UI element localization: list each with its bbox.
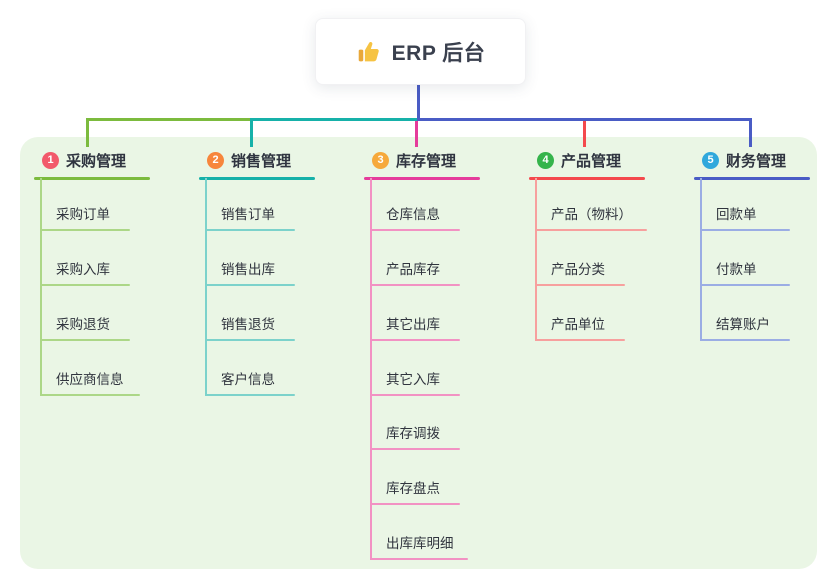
connector-line [250,118,419,121]
connector-line [535,229,647,231]
branch-label: 销售管理 [231,152,292,170]
child-node[interactable]: 销售出库 [221,262,275,277]
connector-line [86,118,252,121]
connector-line [370,448,460,450]
connector-line [700,284,790,286]
connector-line [583,118,586,147]
branch-node-purchase[interactable]: 1 采购管理 [42,148,126,172]
thumbs-up-hand [364,41,379,61]
connector-line [40,394,140,396]
connector-line [370,503,460,505]
connector-line [205,178,207,396]
branch-underline [364,177,480,180]
connector-line [40,284,130,286]
connector-line [417,84,420,121]
connector-line [205,394,295,396]
branch-badge: 5 [702,151,719,169]
branch-label: 产品管理 [561,152,622,170]
branch-underline [694,177,810,180]
child-node[interactable]: 客户信息 [221,372,275,387]
connector-line [535,178,537,341]
child-node[interactable]: 采购入库 [56,262,110,277]
connector-line [86,118,89,147]
branch-node-sales[interactable]: 2 销售管理 [207,148,291,172]
connector-line [417,118,752,121]
connector-line [40,229,130,231]
child-node[interactable]: 其它入库 [386,372,440,387]
connector-line [415,118,418,147]
child-node[interactable]: 库存调拨 [386,426,440,441]
branch-node-inventory[interactable]: 3 库存管理 [372,148,456,172]
branch-badge: 1 [42,151,59,169]
connector-line [749,118,752,147]
branch-badge: 3 [372,151,389,169]
connector-line [370,284,460,286]
child-node[interactable]: 其它出库 [386,317,440,332]
branch-badge: 2 [207,151,224,169]
branch-label: 采购管理 [66,152,127,170]
child-node[interactable]: 出库库明细 [386,536,454,551]
child-node[interactable]: 回款单 [716,207,757,222]
child-node[interactable]: 产品单位 [551,317,605,332]
child-node[interactable]: 采购退货 [56,317,110,332]
child-node[interactable]: 销售订单 [221,207,275,222]
child-node[interactable]: 结算账户 [716,317,770,332]
child-node[interactable]: 供应商信息 [56,372,124,387]
child-node[interactable]: 产品库存 [386,262,440,277]
connector-line [205,339,295,341]
connector-line [250,118,253,147]
connector-line [370,339,460,341]
connector-line [40,178,42,396]
branch-node-product[interactable]: 4 产品管理 [537,148,621,172]
thumbs-up-icon [358,41,379,61]
branch-badge: 4 [537,151,554,169]
connector-line [40,339,130,341]
connector-line [205,229,295,231]
connector-line [205,284,295,286]
branch-underline [34,177,150,180]
child-node[interactable]: 采购订单 [56,207,110,222]
child-node[interactable]: 销售退货 [221,317,275,332]
root-node-label: ERP 后台 [391,41,486,65]
branch-node-finance[interactable]: 5 财务管理 [702,148,786,172]
connector-line [535,339,625,341]
branch-underline [529,177,645,180]
connector-line [700,339,790,341]
child-node[interactable]: 产品（物料） [551,207,632,222]
child-node[interactable]: 付款单 [716,262,757,277]
child-node[interactable]: 库存盘点 [386,481,440,496]
connector-line [370,229,460,231]
child-node[interactable]: 产品分类 [551,262,605,277]
connector-line [370,394,460,396]
connector-line [535,284,625,286]
connector-line [370,558,468,560]
branch-underline [199,177,315,180]
branch-label: 财务管理 [726,152,787,170]
branch-label: 库存管理 [396,152,457,170]
mindmap-background-panel [20,137,817,569]
thumbs-up-cuff [358,49,363,61]
connector-line [700,229,790,231]
child-node[interactable]: 仓库信息 [386,207,440,222]
connector-line [370,178,372,560]
connector-line [700,178,702,341]
mindmap-root-node[interactable]: ERP 后台 [315,18,526,85]
